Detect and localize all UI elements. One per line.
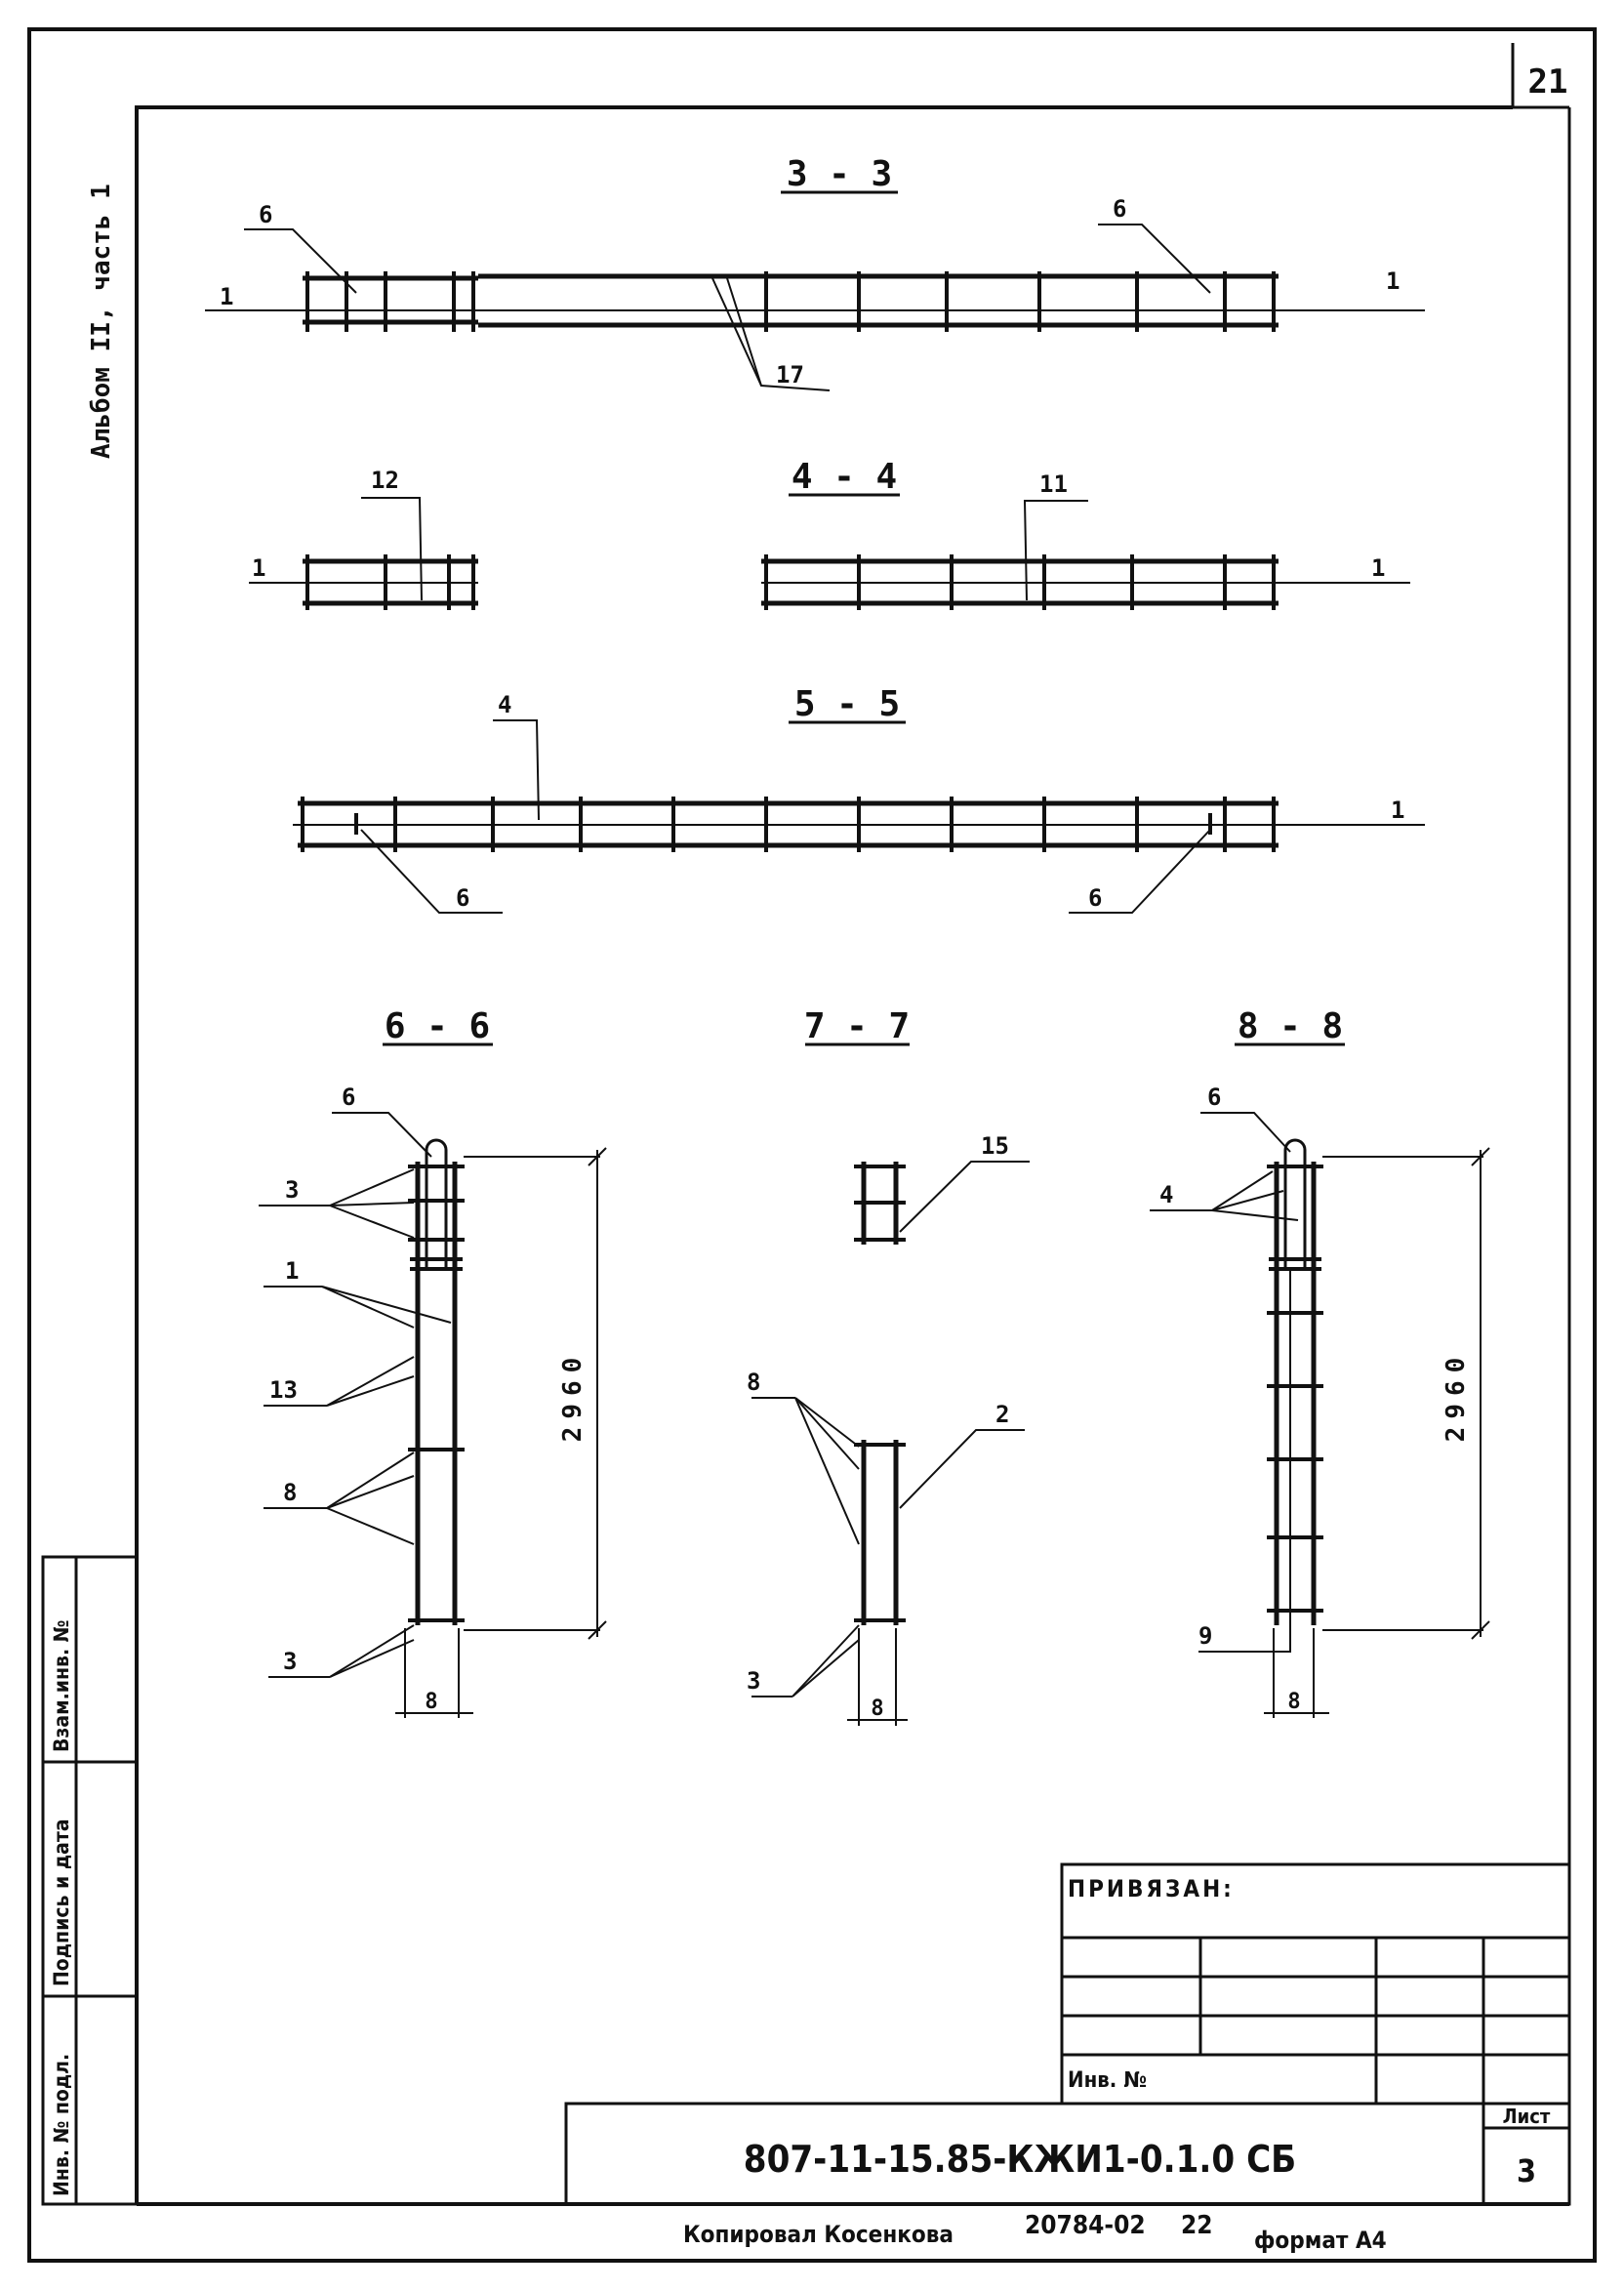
callout-label: 1: [1391, 797, 1404, 824]
callout-label: 8: [747, 1369, 760, 1396]
dimension-width: 8: [871, 1697, 883, 1721]
side-stamp: [41, 1555, 139, 2206]
order-number: 20784-02: [1025, 2211, 1146, 2240]
section-title: 4 - 4: [792, 457, 897, 497]
sheet-count: 22: [1181, 2211, 1213, 2240]
bound-label: ПРИВЯЗАН:: [1068, 1875, 1235, 1902]
title-block: [564, 1862, 1571, 2206]
callout-label: 9: [1198, 1622, 1212, 1650]
callout-label: 12: [371, 467, 399, 494]
callout-label: 1: [1371, 554, 1385, 582]
dimension-height: 2960: [558, 1350, 588, 1443]
section-3-3: 3 - 3 6 1 17 6: [205, 154, 1425, 391]
callout-label: 1: [220, 283, 233, 310]
sheet-label: Лист: [1503, 2105, 1551, 2128]
callout-label: 8: [283, 1479, 297, 1506]
format-label: формат А4: [1254, 2227, 1387, 2254]
callout-label: 1: [285, 1257, 299, 1285]
callout-label: 3: [747, 1667, 760, 1695]
callout-label: 17: [776, 361, 804, 388]
sheet-number: 3: [1517, 2152, 1536, 2189]
section-title: 3 - 3: [787, 154, 892, 194]
callout-label: 3: [283, 1648, 297, 1675]
callout-label: 6: [1113, 195, 1126, 223]
inv-label: Инв. №: [1068, 2068, 1147, 2093]
copied-by: Копировал Косенкова: [683, 2221, 954, 2248]
stamp-inv-original: Инв. № подл.: [50, 2054, 73, 2196]
callout-label: 4: [1159, 1181, 1173, 1208]
section-title: 7 - 7: [804, 1006, 910, 1046]
callout-label: 6: [456, 884, 469, 912]
callout-label: 11: [1039, 470, 1068, 498]
callout-label: 2: [995, 1401, 1009, 1428]
callout-label: 6: [259, 201, 272, 228]
album-label: Альбом II, часть 1: [87, 184, 116, 459]
section-title: 5 - 5: [794, 684, 900, 724]
stamp-signature-date: Подпись и дата: [50, 1819, 73, 1986]
section-title: 6 - 6: [385, 1006, 490, 1046]
callout-label: 6: [1207, 1084, 1221, 1111]
sheet-frame: [27, 27, 1597, 2263]
callout-label: 6: [342, 1084, 355, 1111]
callout-label: 1: [1386, 267, 1400, 295]
section-title: 8 - 8: [1238, 1006, 1343, 1046]
callout-label: 15: [981, 1132, 1009, 1160]
callout-label: 1: [252, 554, 265, 582]
section-7-7: 7 - 7: [747, 1006, 1030, 1726]
section-4-4: 4 - 4 12 1 11 1: [249, 457, 1410, 610]
callout-label: 6: [1088, 884, 1102, 912]
callout-label: 3: [285, 1176, 299, 1204]
callout-label: 4: [498, 691, 511, 718]
dimension-width: 8: [1287, 1690, 1300, 1714]
section-5-5: 5 - 5 4 1 6 6: [293, 684, 1425, 914]
page-number: 21: [1528, 62, 1568, 102]
section-6-6: 6 - 6: [259, 1006, 607, 1718]
stamp-replacement-inv: Взам.инв. №: [50, 1620, 73, 1752]
dimension-width: 8: [425, 1690, 437, 1714]
section-8-8: 8 - 8: [1150, 1006, 1490, 1718]
drawing-code: 807-11-15.85-КЖИ1-0.1.0 СБ: [744, 2138, 1296, 2181]
dimension-height: 2960: [1441, 1350, 1471, 1443]
callout-label: 13: [269, 1376, 298, 1404]
